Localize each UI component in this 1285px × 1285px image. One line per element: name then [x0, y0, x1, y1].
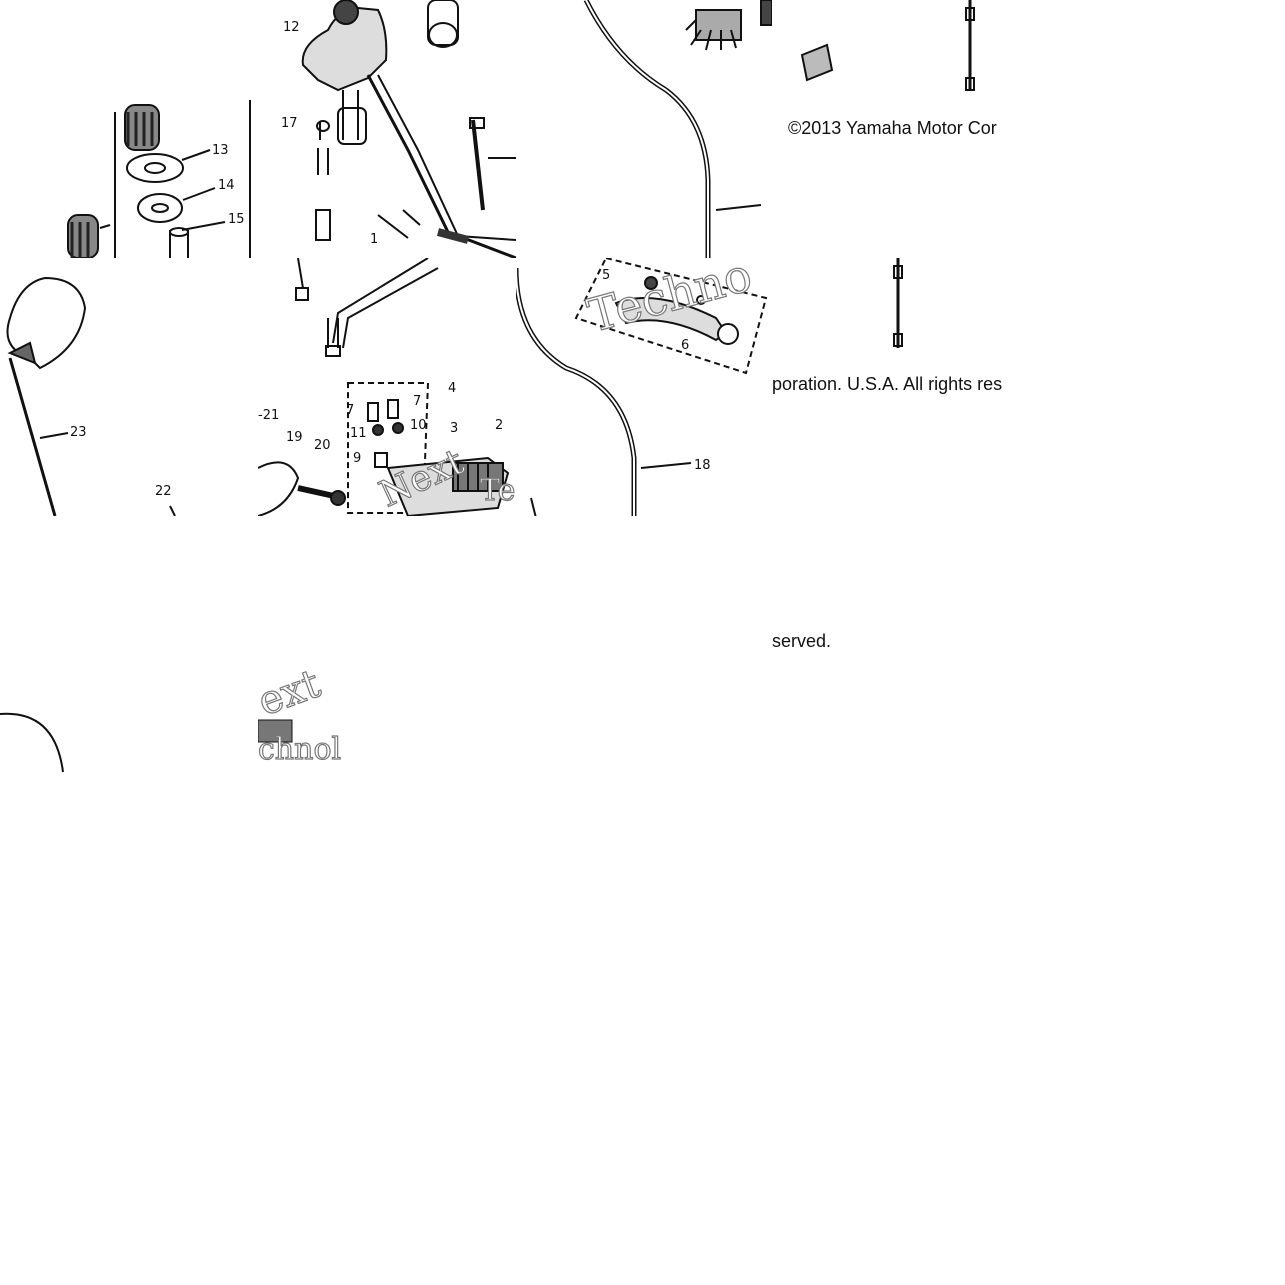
diagram-tile-fwd: ©2013 Yamaha Motor Cor — [772, 0, 1028, 258]
diagram-tile-cable-top — [516, 0, 772, 258]
callout-10: 10 — [410, 418, 427, 433]
cable-illustration — [583, 0, 772, 258]
copyright-line-3: served. — [772, 631, 832, 651]
diagram-tile-watermark: ext chnol — [258, 660, 344, 772]
callout-17: 17 — [281, 116, 298, 131]
callout-9: 9 — [353, 451, 362, 466]
small-cable-illustration — [893, 258, 903, 348]
callout-5: 5 — [602, 268, 611, 283]
callout-7b: 7 — [413, 394, 422, 409]
watermark-chnol: chnol — [258, 731, 342, 767]
callout-7a: 7 — [346, 403, 355, 418]
mirror-illustration — [6, 276, 176, 516]
callout-12: 12 — [283, 20, 300, 35]
copyright-line-1: ©2013 Yamaha Motor Cor — [788, 118, 997, 138]
callout-13: 13 — [212, 143, 229, 158]
callout-21: -21 — [258, 408, 280, 423]
callout-20: 20 — [314, 438, 331, 453]
callout-3: 3 — [450, 421, 459, 436]
callout-1: 1 — [370, 232, 379, 247]
lever-illustration — [258, 258, 510, 516]
diagram-tile-cable-small: rporation. U.S.A. All rights res — [772, 258, 1028, 516]
grip-illustration — [67, 100, 251, 258]
callout-14: 14 — [218, 178, 235, 193]
callout-2: 2 — [495, 418, 504, 433]
handlebar-illustration — [301, 0, 516, 258]
watermark-te: Te — [479, 472, 516, 508]
callout-19: 19 — [286, 430, 303, 445]
callout-23: 23 — [70, 425, 87, 440]
diagram-tile-handlebar: 12 17 1 — [258, 0, 516, 258]
fwd-tag-illustration — [800, 0, 975, 91]
clutch-lever-illustration — [516, 258, 768, 516]
diagram-tile-mirror: 23 22 — [0, 258, 258, 516]
copyright-line-2: rporation. U.S.A. All rights res — [772, 374, 1003, 394]
diagram-tile-clutch: 5 6 18 Techno — [516, 258, 772, 516]
mirror-edge-illustration — [0, 712, 64, 772]
diagram-tile-mirror-lower — [0, 700, 70, 772]
callout-6: 6 — [681, 338, 690, 353]
callout-15: 15 — [228, 212, 245, 227]
callout-11: 11 — [350, 426, 367, 441]
callout-18: 18 — [694, 458, 711, 473]
callout-4: 4 — [448, 381, 457, 396]
grip-edge-illustration — [258, 719, 293, 743]
diagram-tile-lever: -21 19 20 4 7 7 11 10 9 3 2 Next Te — [258, 258, 516, 516]
callout-22: 22 — [155, 484, 172, 499]
diagram-tile-grips: 13 14 15 — [0, 0, 258, 258]
